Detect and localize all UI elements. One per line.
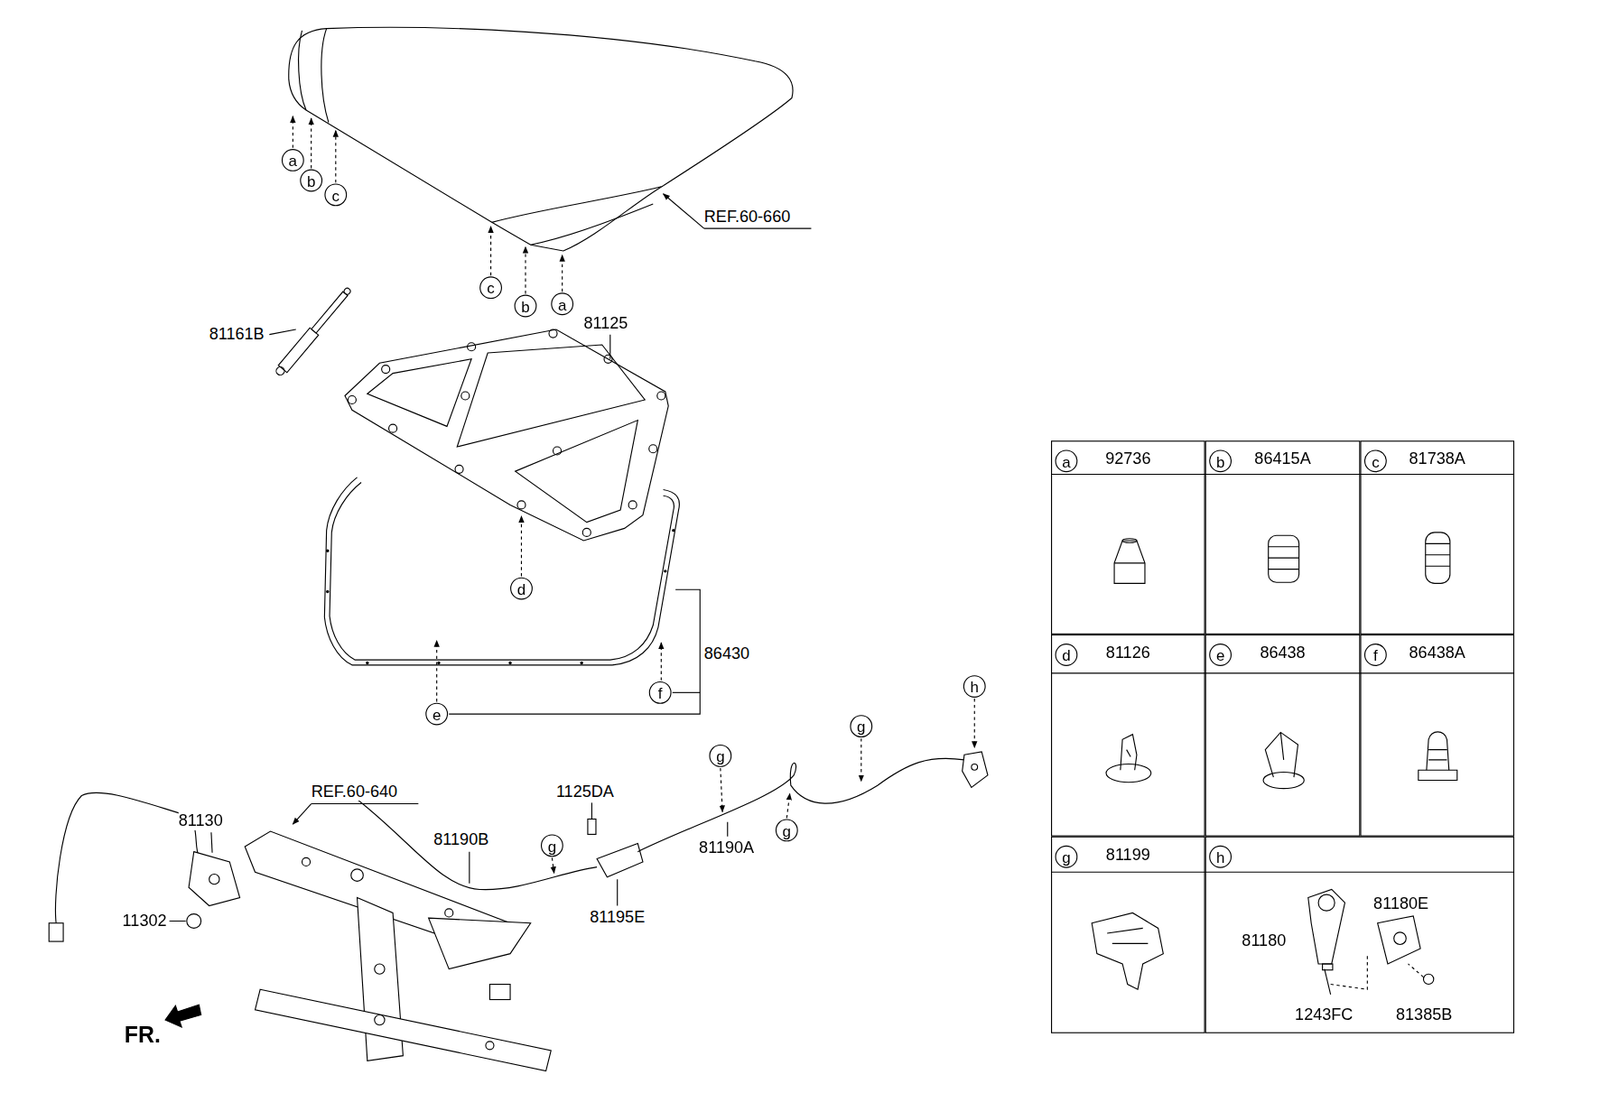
callout-letter-text: d <box>1061 647 1070 663</box>
callout-letter-text: a <box>1061 453 1070 469</box>
legend-cell: 92736a <box>1051 440 1206 635</box>
callout-letter-text: f <box>1373 647 1378 663</box>
callout-letter: d <box>1055 643 1079 667</box>
legend-cell: 86438e <box>1205 634 1361 838</box>
callout-number: 81161B <box>209 325 265 345</box>
callout-letter-text: g <box>782 822 791 838</box>
callout-letter-text: a <box>558 296 567 312</box>
callout-number: 81190B <box>433 830 489 849</box>
part-number: 81180E <box>1373 894 1429 913</box>
callout-letter: g <box>708 744 732 768</box>
callout-letter-text: e <box>1216 647 1225 663</box>
callout-letter: d <box>510 577 533 601</box>
callout-letter-text: b <box>1216 453 1225 469</box>
callout-letter: e <box>425 703 448 726</box>
part-number: 81180 <box>1241 931 1286 950</box>
part-number: 81385B <box>1395 1005 1452 1024</box>
callout-letter-text: b <box>306 173 316 189</box>
callout-letter-text: c <box>1371 453 1379 469</box>
callout-letter: e <box>1209 643 1232 667</box>
callout-letter: g <box>540 834 564 857</box>
callout-letter-text: g <box>716 748 725 764</box>
reference-label: REF.60-640 <box>311 782 398 801</box>
callout-number: 86430 <box>704 644 750 663</box>
callout-letter: b <box>514 295 538 318</box>
callout-letter-text: g <box>856 718 866 735</box>
callout-letter: a <box>550 292 574 316</box>
callout-number: 11302 <box>122 911 168 931</box>
reference-label: REF.60-660 <box>704 208 791 227</box>
callout-number: 81130 <box>178 812 224 831</box>
callout-number: 1125DA <box>556 782 614 801</box>
callout-letter: a <box>1055 449 1079 473</box>
callout-letter: b <box>1209 449 1232 473</box>
legend-cell: 81126d <box>1051 634 1206 838</box>
part-number: 1243FC <box>1294 1005 1353 1024</box>
legend-cell: 81738Ac <box>1359 440 1515 635</box>
callout-letter: h <box>1209 846 1232 869</box>
callout-letter-text: b <box>520 298 530 315</box>
callout-letter-text: h <box>1216 849 1225 866</box>
callout-letter-text: e <box>432 706 441 723</box>
callout-letter: f <box>649 681 672 705</box>
callout-letter: c <box>1364 449 1387 473</box>
legend-cell: 81180E 81180 1243FC 81385B h <box>1205 837 1515 1034</box>
callout-number: 81125 <box>583 314 628 333</box>
direction-label: FR. <box>124 1023 161 1048</box>
callout-letter: g <box>849 715 873 738</box>
callout-letter-text: d <box>517 581 526 597</box>
callout-letter: b <box>299 169 323 193</box>
callout-letter-text: c <box>332 186 340 203</box>
callout-letter: g <box>1055 846 1079 869</box>
legend-cell: 86438Af <box>1359 634 1515 838</box>
callout-letter: c <box>479 276 503 299</box>
legend-cell: 86415Ab <box>1205 440 1361 635</box>
legend-cell: 81199g <box>1051 837 1206 1034</box>
callout-letter-text: h <box>970 679 979 695</box>
callout-letter: a <box>281 148 305 172</box>
callout-letter-text: f <box>658 685 663 701</box>
callout-letter: g <box>775 818 799 842</box>
callout-number: 81195E <box>589 908 645 927</box>
callout-letter-text: g <box>1061 849 1070 866</box>
callout-letter-text: g <box>548 837 557 854</box>
callout-number: 81190A <box>698 838 754 857</box>
callout-letter-text: a <box>288 152 298 168</box>
callout-letter: f <box>1364 643 1387 667</box>
callout-letter: c <box>324 183 347 206</box>
callout-letter: h <box>963 675 987 698</box>
callout-letter-text: c <box>486 279 494 296</box>
